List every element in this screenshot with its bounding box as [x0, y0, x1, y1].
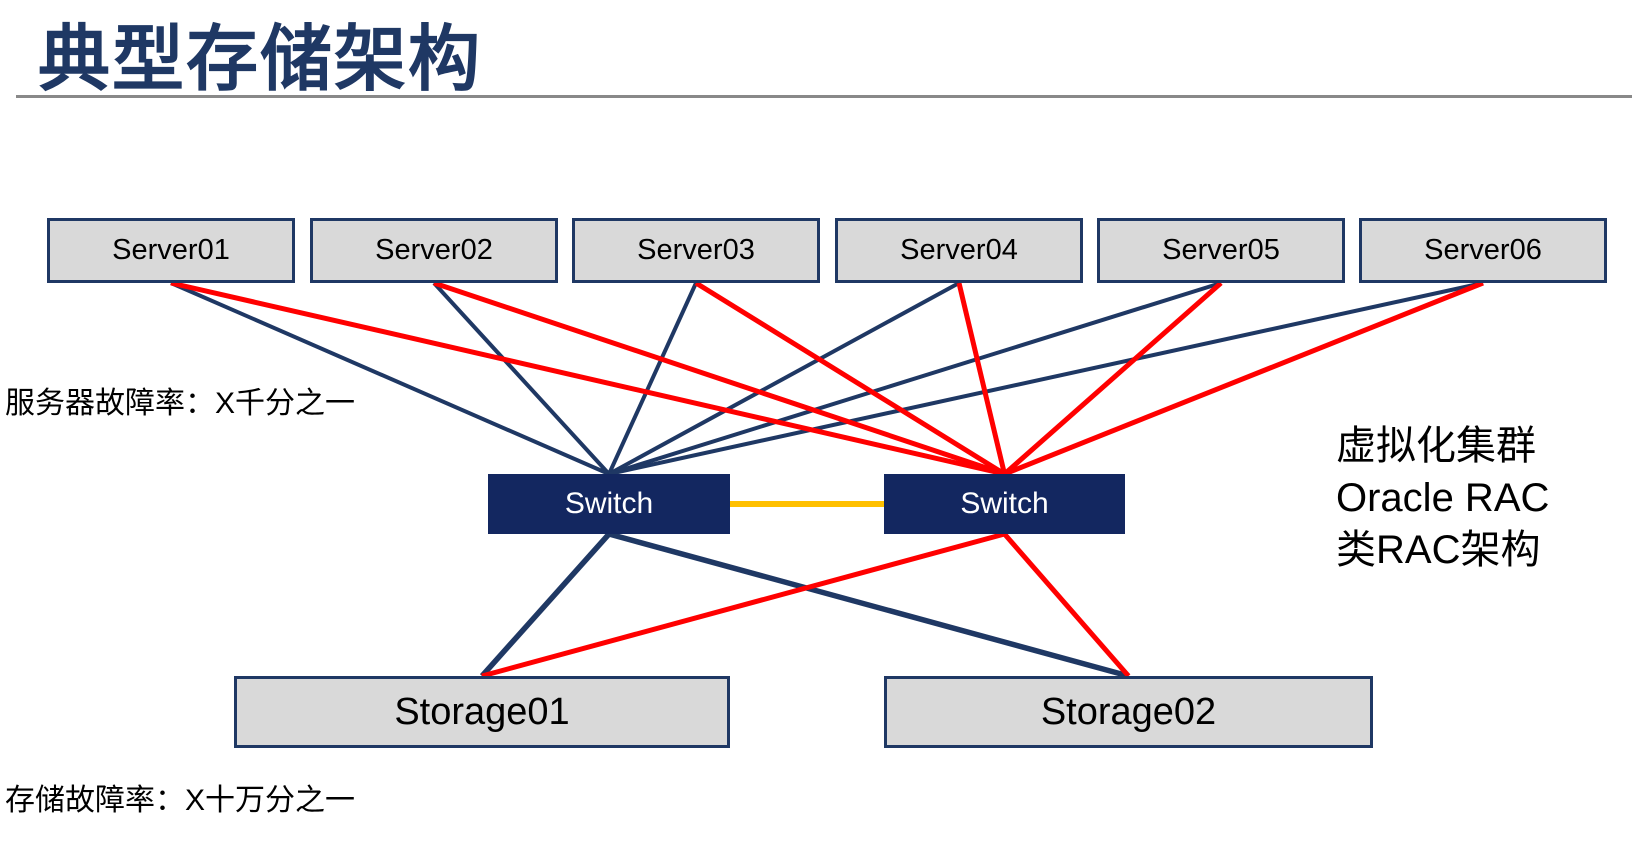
- connection-line-server_primary: [170, 281, 610, 476]
- title-divider: [16, 95, 1632, 98]
- storage-failure-rate-note: 存储故障率：X十万分之一: [5, 784, 356, 817]
- connection-line-server_secondary: [694, 280, 1006, 477]
- storage02-box: Storage02: [884, 676, 1373, 748]
- connection-line-server_primary: [608, 281, 1222, 476]
- server02-box: Server02: [310, 218, 558, 283]
- connection-line-server_secondary: [433, 280, 1006, 477]
- server06-box: Server06: [1359, 218, 1607, 283]
- connection-line-server_primary: [608, 281, 960, 476]
- connection-line-server_secondary: [1002, 281, 1223, 476]
- connection-line-trunk_secondary: [481, 531, 1006, 679]
- server01-box: Server01: [47, 218, 295, 283]
- switch-right-box: Switch: [884, 474, 1125, 534]
- server03-box: Server03: [572, 218, 820, 283]
- connection-line-trunk_secondary: [1002, 532, 1131, 678]
- connection-line-server_secondary: [956, 282, 1007, 475]
- cluster-note-line: 虚拟化集群: [1336, 424, 1536, 468]
- server-failure-rate-note: 服务器故障率：X千分之一: [5, 387, 356, 420]
- connection-line-server_secondary: [170, 280, 1006, 477]
- connection-line-server_primary: [607, 282, 698, 475]
- storage01-box: Storage01: [234, 676, 730, 748]
- cluster-note-line: Oracle RAC: [1336, 476, 1550, 520]
- connection-line-trunk_primary: [479, 532, 612, 678]
- switch-left-box: Switch: [488, 474, 730, 534]
- connection-line-trunk_primary: [608, 531, 1130, 679]
- cluster-note: 虚拟化集群 Oracle RAC 类RAC架构: [1336, 420, 1549, 576]
- cluster-note-line: 类RAC架构: [1336, 528, 1541, 572]
- slide-title: 典型存储架构: [38, 20, 483, 100]
- server04-box: Server04: [835, 218, 1083, 283]
- server05-box: Server05: [1097, 218, 1345, 283]
- connection-line-server_primary: [432, 281, 611, 476]
